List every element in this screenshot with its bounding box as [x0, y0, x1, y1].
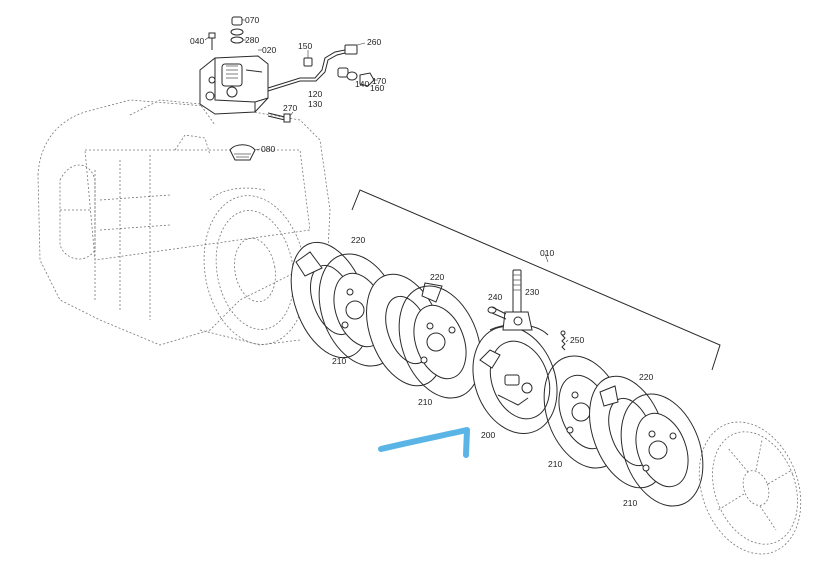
label-140: 140 — [355, 79, 369, 89]
spring-250 — [560, 330, 566, 351]
label-150: 150 — [298, 41, 312, 51]
assembly-bracket-010 — [351, 189, 721, 371]
label-160: 160 — [370, 83, 384, 93]
label-010: 010 — [540, 248, 554, 258]
label-200: 200 — [481, 430, 495, 440]
label-210-d: 210 — [623, 498, 637, 508]
breather-080 — [229, 144, 256, 161]
label-250: 250 — [570, 335, 584, 345]
label-270: 270 — [283, 103, 297, 113]
label-070: 070 — [245, 15, 259, 25]
friction-disc-210-d — [620, 393, 704, 507]
highlight-arrow — [378, 427, 470, 458]
fittings-140-160-170 — [337, 67, 375, 87]
valve-block — [199, 55, 269, 115]
label-170: 170 — [372, 76, 386, 86]
label-210-a: 210 — [332, 356, 346, 366]
label-220-right: 220 — [639, 372, 653, 382]
label-130: 130 — [308, 99, 322, 109]
friction-disc-210-b — [398, 285, 482, 399]
label-080: 080 — [261, 144, 275, 154]
label-020: 020 — [262, 45, 276, 55]
hub-cover — [698, 421, 802, 555]
brake-pipe — [267, 44, 358, 92]
label-220-left: 220 — [351, 235, 365, 245]
label-280: 280 — [245, 35, 259, 45]
label-210-b: 210 — [418, 397, 432, 407]
label-220-middle: 220 — [430, 272, 444, 282]
cap-070-280 — [230, 16, 244, 44]
brake-actuator-200 — [472, 324, 558, 434]
bolt-270 — [267, 112, 291, 123]
label-260: 260 — [367, 37, 381, 47]
screw-040 — [208, 32, 216, 50]
label-240: 240 — [488, 292, 502, 302]
part-labels: 040 070 280 020 150 260 140 160 170 120 … — [190, 15, 653, 508]
transmission-housing — [37, 99, 331, 346]
label-210-c: 210 — [548, 459, 562, 469]
label-040: 040 — [190, 36, 204, 46]
actuating-lever-230 — [502, 269, 533, 331]
label-230: 230 — [525, 287, 539, 297]
label-120: 120 — [308, 89, 322, 99]
leader-lines — [204, 19, 569, 343]
pin-240 — [487, 306, 507, 320]
